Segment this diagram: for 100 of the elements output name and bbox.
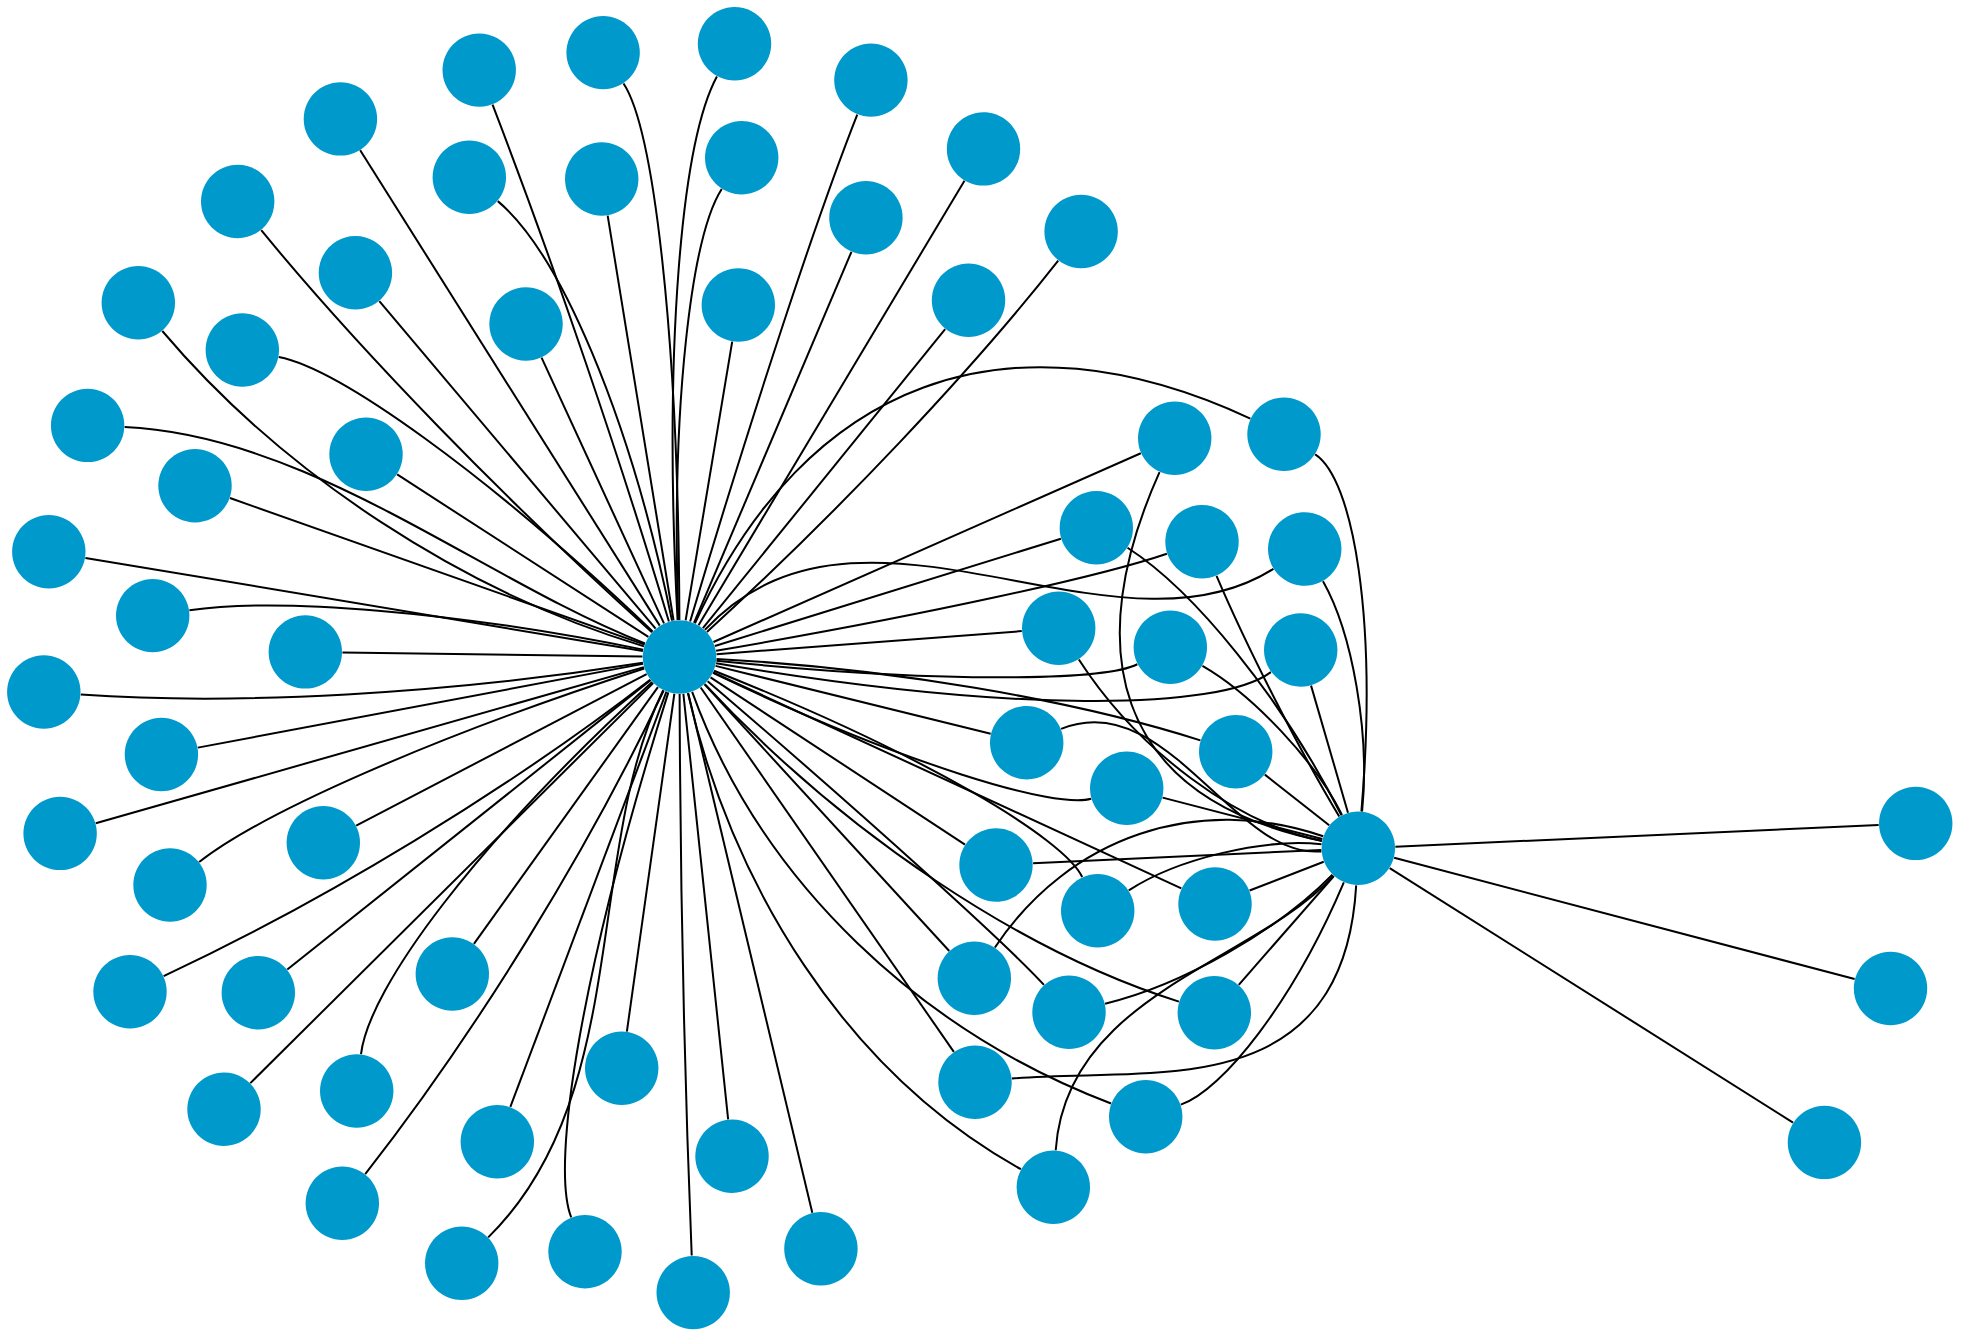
connector-line	[196, 662, 645, 749]
connector-line	[703, 683, 951, 952]
connector-line	[1394, 824, 1880, 848]
connector-line	[1393, 856, 1856, 981]
node-circle	[1264, 613, 1338, 687]
connector-line	[1215, 574, 1341, 818]
node-circle	[205, 313, 279, 387]
connector-line	[249, 682, 655, 1085]
connector-line	[472, 686, 659, 945]
connector-line	[188, 604, 645, 651]
connector-line	[622, 82, 681, 621]
connector-line	[360, 681, 654, 1056]
node-circle	[201, 164, 275, 239]
connector-line	[1032, 849, 1323, 865]
connector-line	[396, 473, 650, 638]
node-circle	[329, 417, 403, 491]
node-circle	[784, 1212, 858, 1286]
node-circle	[442, 33, 516, 107]
node-circle	[320, 1054, 394, 1128]
connector-line	[509, 690, 668, 1108]
node-circle	[286, 806, 360, 880]
connector-line	[277, 356, 654, 633]
connector-line	[355, 673, 648, 827]
node-circle	[938, 1045, 1012, 1119]
connector-line	[686, 692, 1022, 1171]
node-circle	[1165, 505, 1239, 579]
node-circle	[565, 142, 639, 216]
connector-line	[1248, 860, 1325, 892]
connector-line	[689, 113, 859, 623]
node-circle	[1109, 1080, 1183, 1154]
node-circle	[1853, 951, 1928, 1026]
connector-line	[161, 330, 645, 648]
connector-line	[697, 179, 966, 627]
connector-line	[359, 149, 661, 627]
connector-line	[286, 679, 652, 971]
connector-line	[487, 689, 665, 1239]
connector-line	[684, 340, 734, 622]
connector-line	[691, 690, 1113, 1105]
connector-line	[364, 689, 665, 1176]
node-circle	[1133, 610, 1207, 684]
node-circle	[425, 1226, 499, 1300]
node-circle	[305, 1166, 379, 1240]
connector-line	[260, 229, 653, 634]
connector-line	[625, 692, 676, 1033]
node-circle	[124, 717, 199, 792]
connector-line	[491, 103, 670, 623]
connector-line	[715, 659, 1139, 679]
connector-line	[709, 676, 966, 846]
connector-line	[1322, 580, 1365, 813]
connector-line	[84, 556, 644, 652]
connector-line	[1060, 721, 1323, 853]
connector-line	[1161, 796, 1324, 840]
node-circle	[642, 620, 717, 694]
node-circle	[50, 388, 125, 463]
connector-line	[715, 552, 1168, 652]
node-circle	[701, 268, 775, 342]
connector-line	[229, 497, 646, 646]
node-circle	[1016, 1150, 1090, 1224]
node-circle	[705, 121, 779, 195]
connector-line	[1077, 658, 1323, 843]
connector-line	[712, 671, 1183, 890]
node-circle	[1059, 491, 1133, 565]
connector-line	[1104, 873, 1334, 1005]
node-circle	[566, 15, 640, 90]
connector-line	[1310, 684, 1349, 814]
connector-line	[699, 686, 955, 1053]
node-circle	[695, 1119, 769, 1193]
connector-line	[678, 693, 693, 1257]
node-circle	[959, 828, 1033, 902]
node-circle	[116, 578, 190, 653]
node-circle	[1044, 194, 1118, 269]
connector-line	[1314, 453, 1368, 813]
node-circle	[1061, 874, 1135, 948]
node-circle	[101, 266, 175, 340]
node-circle	[318, 236, 393, 310]
node-circle	[937, 941, 1011, 1015]
connector-line	[606, 214, 675, 622]
node-circle	[187, 1072, 261, 1146]
node-circle	[23, 796, 97, 871]
connector-line	[496, 200, 673, 622]
connector-line	[671, 75, 718, 621]
connector-line	[713, 537, 1062, 647]
node-circle	[415, 937, 489, 1011]
node-circle	[931, 263, 1006, 337]
connector-line	[540, 356, 665, 625]
connector-line	[1010, 884, 1358, 1080]
node-circle	[7, 655, 81, 729]
connector-line	[993, 818, 1325, 949]
node-circle	[1138, 401, 1212, 475]
connector-line	[715, 662, 1272, 702]
node-circle	[1178, 867, 1252, 941]
connector-line	[1201, 664, 1343, 816]
node-circle	[1268, 512, 1342, 586]
node-circle	[585, 1031, 659, 1105]
node-circle	[656, 1255, 730, 1330]
node-circle	[1090, 751, 1164, 825]
connector-line	[341, 651, 644, 658]
node-circle	[432, 140, 506, 214]
node-circle	[460, 1105, 534, 1179]
connector-line	[1263, 773, 1331, 827]
